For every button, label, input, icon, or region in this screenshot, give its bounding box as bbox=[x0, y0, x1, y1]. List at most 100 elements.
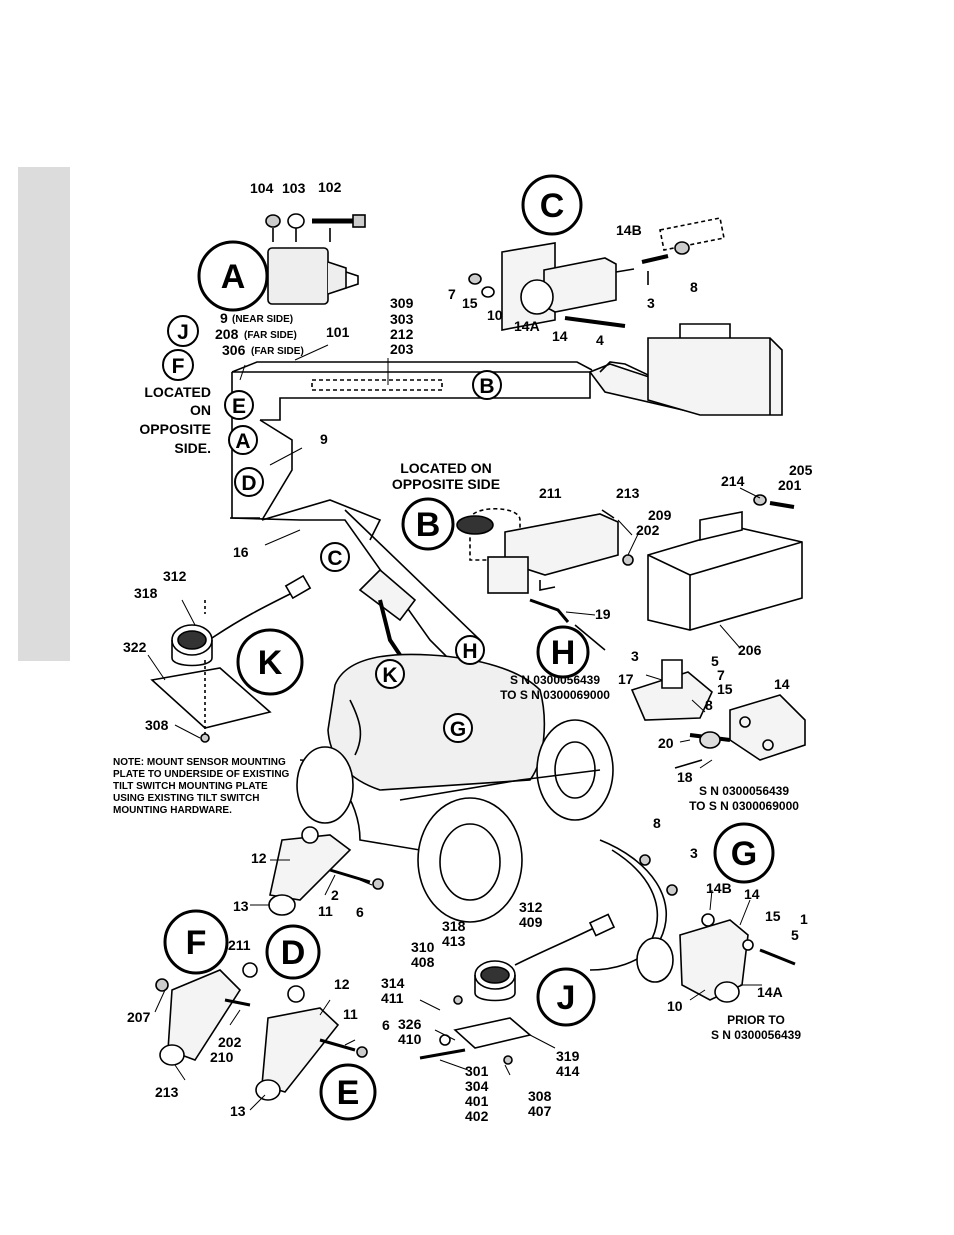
part-202-b: 202 bbox=[636, 522, 660, 538]
callout-f-large: F bbox=[186, 924, 207, 962]
located-text: LOCATED bbox=[144, 384, 211, 400]
part-14a-c: 14A bbox=[514, 318, 540, 334]
callout-circle-k-small bbox=[375, 659, 405, 689]
part-306: 306 bbox=[222, 342, 246, 358]
part-201: 201 bbox=[778, 477, 802, 493]
part-104: 104 bbox=[250, 180, 274, 196]
part-3-h: 3 bbox=[631, 648, 639, 664]
callout-circle-b-small bbox=[472, 370, 502, 400]
part-314-j: 314 bbox=[381, 975, 405, 991]
on-text: ON bbox=[190, 402, 211, 418]
part-8-h: 8 bbox=[705, 697, 713, 713]
far-side-note-1: (FAR SIDE) bbox=[244, 330, 297, 341]
part-102: 102 bbox=[318, 179, 342, 195]
part-6-e: 6 bbox=[382, 1017, 390, 1033]
callout-b-large: B bbox=[416, 506, 441, 544]
callout-circle-b-large bbox=[401, 497, 455, 551]
detail-b-parts bbox=[456, 508, 634, 651]
callout-j-small: J bbox=[177, 321, 189, 344]
part-410-j: 410 bbox=[398, 1031, 422, 1047]
callout-circle-c-large bbox=[521, 174, 583, 236]
callout-e-small: E bbox=[232, 395, 246, 418]
part-214: 214 bbox=[721, 473, 745, 489]
part-16: 16 bbox=[233, 544, 249, 560]
sn-b-line1: S N 0300056439 bbox=[699, 784, 789, 798]
part-308-k: 308 bbox=[145, 717, 169, 733]
part-14b-g: 14B bbox=[706, 880, 732, 896]
located-on-b-line1: LOCATED ON bbox=[400, 460, 492, 476]
callout-j-large: J bbox=[557, 979, 576, 1017]
part-209: 209 bbox=[648, 507, 672, 523]
part-309: 309 bbox=[390, 295, 414, 311]
part-10-c: 10 bbox=[487, 307, 503, 323]
part-12-d: 12 bbox=[251, 850, 267, 866]
near-side-note: (NEAR SIDE) bbox=[232, 314, 293, 325]
part-14-c: 14 bbox=[552, 328, 568, 344]
callout-circle-k-large bbox=[236, 628, 304, 696]
lower-boom bbox=[229, 509, 481, 681]
part-3-g: 3 bbox=[690, 845, 698, 861]
part-326-j: 326 bbox=[398, 1016, 422, 1032]
callout-c-small: C bbox=[327, 547, 342, 570]
callout-g-small: G bbox=[450, 718, 466, 741]
part-407-j: 407 bbox=[528, 1103, 552, 1119]
part-301-j: 301 bbox=[465, 1063, 489, 1079]
side-tab bbox=[18, 167, 70, 661]
part-206: 206 bbox=[738, 642, 762, 658]
part-203: 203 bbox=[390, 341, 414, 357]
part-318-k: 318 bbox=[134, 585, 158, 601]
callout-d-large: D bbox=[281, 934, 306, 972]
part-213-f: 213 bbox=[155, 1084, 179, 1100]
part-212: 212 bbox=[390, 326, 414, 342]
part-15-c: 15 bbox=[462, 295, 478, 311]
part-401-j: 401 bbox=[465, 1093, 489, 1109]
part-414-j: 414 bbox=[556, 1063, 580, 1079]
part-409-j: 409 bbox=[519, 914, 543, 930]
callout-g-large: G bbox=[731, 835, 757, 873]
part-213-b: 213 bbox=[616, 485, 640, 501]
callout-circle-j-small bbox=[167, 315, 199, 347]
callout-k-large: K bbox=[258, 644, 283, 682]
part-9-near: 9 bbox=[220, 310, 228, 326]
part-308-j: 308 bbox=[528, 1088, 552, 1104]
callout-c-large: C bbox=[540, 187, 565, 225]
callout-circle-f-small bbox=[162, 349, 194, 381]
part-4-c: 4 bbox=[596, 332, 604, 348]
part-11-e: 11 bbox=[343, 1006, 358, 1022]
part-14b-c: 14B bbox=[616, 222, 642, 238]
part-411-j: 411 bbox=[381, 990, 404, 1006]
part-15-g: 15 bbox=[765, 908, 781, 924]
note-line2: PLATE TO UNDERSIDE OF EXISTING bbox=[113, 769, 290, 780]
sn-h-line1: S N 0300056439 bbox=[510, 673, 600, 687]
located-on-b-line2: OPPOSITE SIDE bbox=[392, 476, 500, 492]
detail-e-parts bbox=[255, 985, 368, 1101]
boom-arm bbox=[231, 323, 783, 541]
part-7-h: 7 bbox=[717, 667, 725, 683]
part-312-j: 312 bbox=[519, 899, 543, 915]
part-408-j: 408 bbox=[411, 954, 435, 970]
part-14-g: 14 bbox=[744, 886, 760, 902]
callout-circle-f-large bbox=[163, 909, 229, 975]
callout-circle-e-large bbox=[319, 1063, 377, 1121]
callout-k-small: K bbox=[382, 664, 397, 687]
cover-206 bbox=[647, 494, 803, 631]
opposite-text: OPPOSITE bbox=[139, 421, 211, 437]
part-14-h: 14 bbox=[774, 676, 790, 692]
part-10-g: 10 bbox=[667, 998, 683, 1014]
sn-h-line2: TO S N 0300069000 bbox=[500, 688, 610, 702]
part-6-d: 6 bbox=[356, 904, 364, 920]
part-319-j: 319 bbox=[556, 1048, 580, 1064]
detail-a-parts bbox=[265, 213, 366, 305]
note-line1: NOTE: MOUNT SENSOR MOUNTING bbox=[113, 757, 286, 768]
callout-circle-e-small bbox=[224, 390, 254, 420]
note-line5: MOUNTING HARDWARE. bbox=[113, 805, 232, 816]
callout-h-large: H bbox=[551, 634, 576, 672]
callout-circle-g-large bbox=[713, 822, 775, 884]
detail-h-parts bbox=[630, 659, 806, 769]
callout-a-small: A bbox=[235, 430, 250, 453]
part-17: 17 bbox=[618, 671, 634, 687]
part-303: 303 bbox=[390, 311, 414, 327]
part-211-b: 211 bbox=[539, 485, 562, 501]
